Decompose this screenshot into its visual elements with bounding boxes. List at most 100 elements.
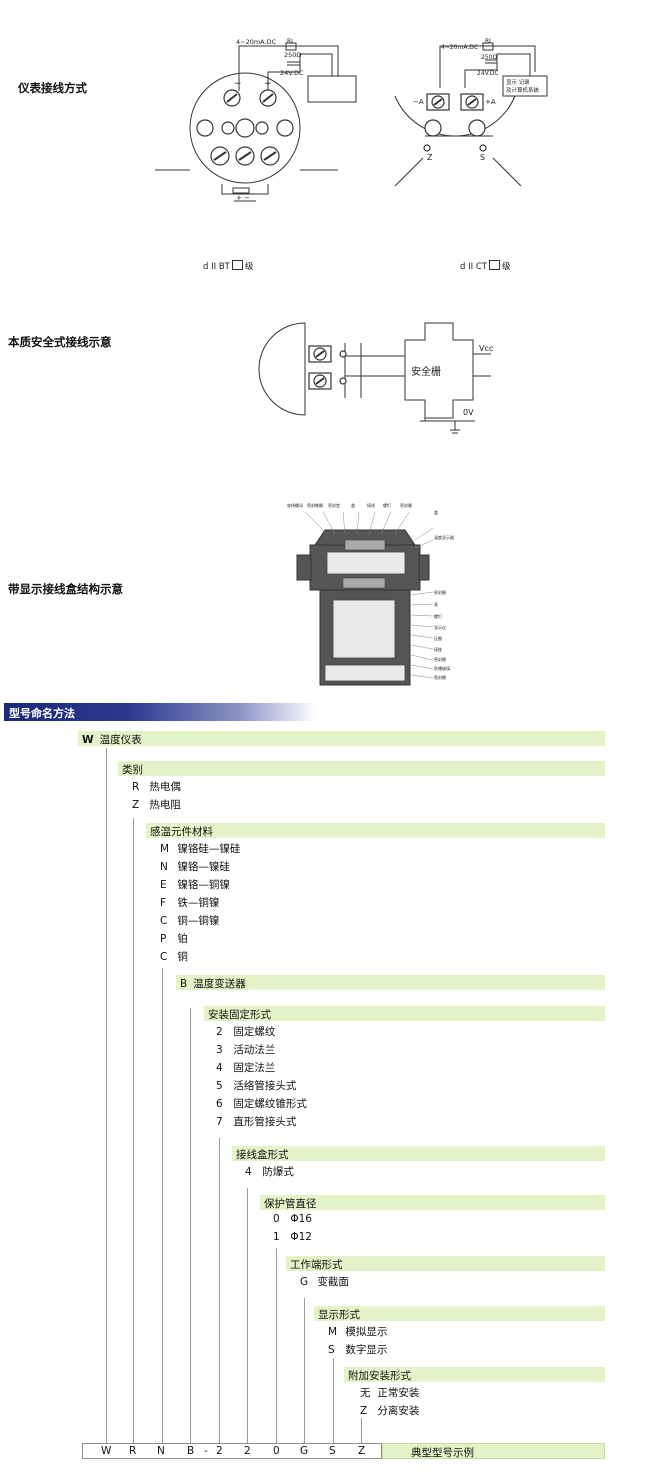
side-label: 密封圈 [434,590,446,595]
caption-dct-a: d II CT [460,262,487,272]
top-label: 密封垫 [328,503,340,508]
diagram1-plus-minus: + − [236,194,250,202]
side-label: 螺钉 [434,614,442,619]
item-code: 7 [216,1116,223,1128]
code-char: Z [358,1445,366,1457]
section-label-wiring: 仪表接线方式 [18,81,87,95]
list-item: 3 活动法兰 [216,1042,275,1057]
diagram2-z: Z [427,153,433,162]
diagram2-resistor: 250Ω [481,54,498,61]
section-label-intrinsic: 本质安全式接线示意 [8,335,112,349]
tree-line [106,748,107,1443]
top-label: 盖 [351,503,355,508]
naming-heading-bar: 型号命名方法 [4,703,316,721]
item-code: 1 [273,1231,280,1243]
side-label: 显示仪 [434,625,446,630]
side-label: 压圈 [434,636,442,641]
code-char: N [157,1445,165,1457]
side-label: 密封圈 [434,657,446,662]
item-code: M [328,1326,338,1338]
item-text: 镍铬—铜镍 [177,879,230,891]
caption-dct-b: 级 [501,262,511,272]
tree-line [247,1188,248,1443]
tree-line [219,1138,220,1443]
diagram1-minus: − [234,79,242,89]
item-code: C [160,951,168,963]
code-char: W [101,1445,112,1457]
diagram2-system-line2: 及计算机系统 [506,88,540,94]
item-code: 无 [360,1387,371,1399]
ov-label: 0V [463,408,474,417]
display-box-structure-diagram: 穿线螺母 密封橡圈 密封垫 盖 接线 螺钉 密封圈 盖 温度显示器 密封圈 表 … [285,500,460,690]
item-text: 铜—铜镍 [177,915,220,927]
vcc-label: Vcc [479,344,494,353]
wiring-diagram-right: 4~20mA.DC RL 250Ω 24V.DC 显示 记录 及计算机系统 −A… [385,36,550,196]
item-text: 铁—铜镍 [177,897,220,909]
item-code: C [160,915,168,927]
item-text: 铜 [177,951,188,963]
list-item: C 铜—铜镍 [160,913,219,928]
naming-heading: 型号命名方法 [9,707,75,720]
level-bar-display-type: 显示形式 [314,1306,605,1321]
level-title: 温度变送器 [193,978,246,990]
example-label-bar: 典型型号示例 [382,1443,605,1459]
list-item: 7 直形管接头式 [216,1114,296,1129]
item-text: 固定法兰 [233,1062,276,1074]
list-item: P 铂 [160,931,188,946]
diagram2-system-line1: 显示 记录 [506,80,530,86]
list-item: G 变截面 [300,1274,349,1289]
item-code: N [160,861,168,873]
list-item: M 镍铬硅—镍硅 [160,841,240,856]
list-item: 1 Φ12 [273,1231,312,1243]
item-text: 镍铬硅—镍硅 [177,843,241,855]
diagram1-signal: 4~20mA.DC [236,38,277,46]
item-text: 直形管接头式 [233,1116,297,1128]
item-text: 防爆式 [262,1166,294,1178]
item-text: Φ12 [290,1231,312,1243]
level-bar-sensor-material: 感温元件材料 [146,823,605,838]
diagram2-right-term: +A [485,98,496,106]
caption-dbt: d II BT 级 [203,260,253,272]
code-char: R [129,1445,137,1457]
level-bar-mounting: 安装固定形式 [204,1006,605,1021]
item-code: R [132,781,140,793]
list-item: R 热电偶 [132,779,181,794]
caption-dbt-a: d II BT [203,262,230,272]
tree-line [361,1418,362,1443]
item-text: 固定螺纹 [233,1026,276,1038]
tree-line [333,1358,334,1443]
diagram1-rl: RL [287,38,295,45]
level-title: 附加安装形式 [348,1370,411,1382]
code-char: 0 [273,1445,280,1457]
top-label: 接线 [367,503,375,508]
item-code: M [160,843,170,855]
item-code: 5 [216,1080,223,1092]
top-label: 螺钉 [383,503,391,508]
caption-dbt-b: 级 [244,262,254,272]
item-text: 热电偶 [149,781,181,793]
item-text: 热电阻 [149,799,181,811]
level-bar-tube-diameter: 保护管直径 [260,1195,605,1210]
level-title: 接线盒形式 [236,1149,289,1161]
level-bar-working-end: 工作端形式 [286,1256,605,1271]
caption-dct-box [488,260,500,270]
diagram2-s: S [480,153,486,162]
list-item: 无 正常安装 [360,1385,419,1400]
side-label: 密封圈 [434,675,446,680]
item-code: Z [360,1405,368,1417]
side-label: 盖 [434,510,438,515]
list-item: Z 分离安装 [360,1403,419,1418]
top-label: 密封橡圈 [307,503,323,508]
item-text: 变截面 [317,1276,349,1288]
item-code: 0 [273,1213,280,1225]
level-title: 显示形式 [318,1309,360,1321]
list-item: 5 活络管接头式 [216,1078,296,1093]
example-model-code: W R N B - 2 2 0 G S Z [82,1443,382,1459]
item-code: Z [132,799,140,811]
side-label: 防爆玻璃 [434,666,450,671]
